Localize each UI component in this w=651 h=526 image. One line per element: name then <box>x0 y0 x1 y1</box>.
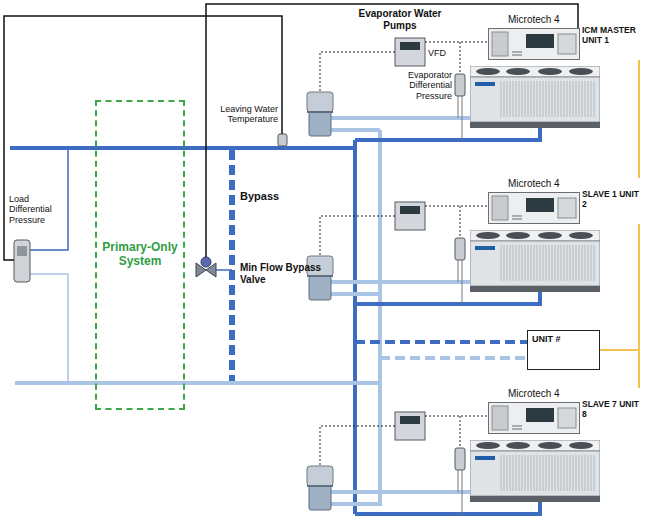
controller-name: Microtech 4 <box>508 388 560 400</box>
unit-name: SLAVE 1 UNIT 2 <box>582 190 643 210</box>
text-holder: UNIT # <box>532 334 561 344</box>
chiller-set <box>307 193 600 305</box>
label-holder: Evaporator Water Pumps <box>345 8 455 31</box>
control-wire <box>4 16 282 260</box>
sensor-label: Evaporator Differential Pressure <box>390 70 452 101</box>
bypass-label: Bypass <box>240 190 300 203</box>
comm-link <box>600 224 639 350</box>
label-holder: Load Differential Pressure <box>9 194 67 225</box>
label-holder: Bypass <box>240 190 300 203</box>
temperature-label: Leaving Water Temperature <box>204 104 278 125</box>
vfd-label: VFD <box>428 48 458 58</box>
text-holder: SLAVE 7 UNIT 8 <box>582 400 643 420</box>
supply-header <box>353 140 357 514</box>
controller-box: Microtech 4 SLAVE 7 UNIT 8 <box>488 388 643 434</box>
bypass-valve <box>196 257 216 277</box>
sensor-label: Load Differential Pressure <box>9 194 67 225</box>
controller-box: Microtech 4 SLAVE 1 UNIT 2 <box>488 178 643 224</box>
label-holder: VFD <box>428 48 458 58</box>
temperature-sensor <box>278 134 287 146</box>
sensor-line <box>30 274 68 383</box>
comm-link <box>638 60 640 178</box>
bypass-pipe <box>229 150 235 381</box>
supply-main <box>10 146 355 150</box>
controller-name: Microtech 4 <box>508 14 560 26</box>
unit-name: ICM MASTER UNIT 1 <box>582 26 643 46</box>
controller-name: Microtech 4 <box>508 178 560 190</box>
unit-box: UNIT # <box>527 330 600 370</box>
text-holder: ICM MASTER UNIT 1 <box>582 26 643 46</box>
text-holder: Primary-Only System <box>97 237 183 273</box>
return-main <box>15 381 380 385</box>
text-holder: Microtech 4 <box>508 388 560 400</box>
load-pressure-sensor <box>14 240 30 282</box>
valve-label: Min Flow Bypass Valve <box>240 262 324 285</box>
chiller-set <box>307 403 600 515</box>
text-holder: Microtech 4 <box>508 14 560 26</box>
supply-branch-dashed <box>355 340 527 344</box>
unit-name: SLAVE 7 UNIT 8 <box>582 400 643 420</box>
system-region: Primary-Only System <box>95 100 185 410</box>
comm-link <box>600 350 639 388</box>
node-label: Primary-Only System <box>101 241 179 269</box>
return-header <box>378 130 382 506</box>
pumps-label: Evaporator Water Pumps <box>345 8 455 31</box>
return-branch-dashed <box>380 356 527 360</box>
text-holder: SLAVE 1 UNIT 2 <box>582 190 643 210</box>
text-holder: Microtech 4 <box>508 178 560 190</box>
label-holder: Evaporator Differential Pressure <box>390 70 452 101</box>
label-holder: Leaving Water Temperature <box>204 104 278 125</box>
sensor-line <box>30 148 68 250</box>
chiller-set <box>307 29 600 141</box>
node-label: UNIT # <box>532 334 561 344</box>
label-holder: Min Flow Bypass Valve <box>240 262 324 285</box>
controller-box: Microtech 4 ICM MASTER UNIT 1 <box>488 14 643 60</box>
